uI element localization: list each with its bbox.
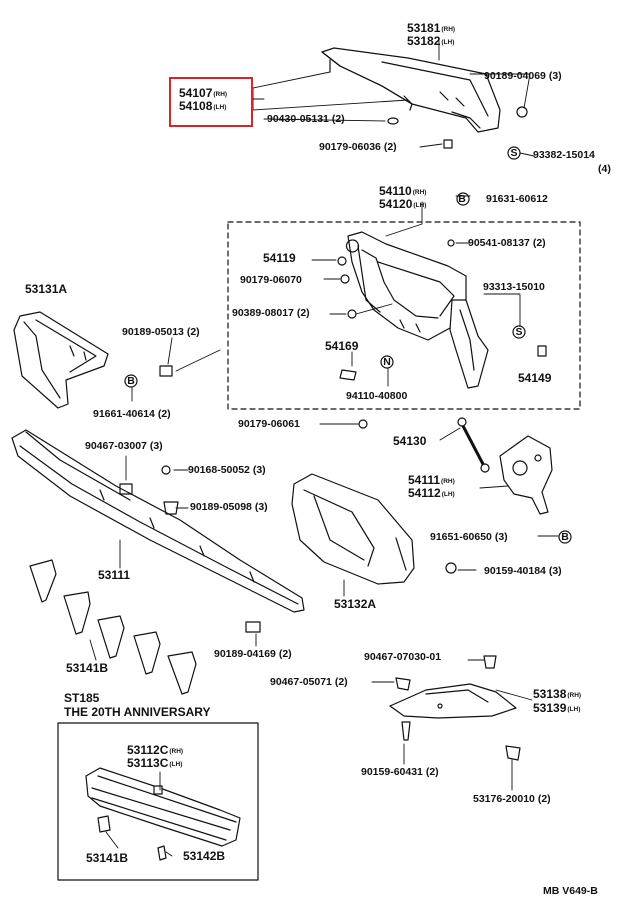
part-label-94110-40800: 94110-40800 (346, 390, 408, 402)
clip-icon (340, 274, 350, 284)
part-label-53112C: 53112C(RH) (127, 743, 184, 757)
part-label-54108[interactable]: 54108(LH) (179, 99, 227, 113)
part-label-90541-08137: 90541-08137 (2) (468, 237, 546, 249)
bolt-icon (339, 369, 357, 381)
part-label-91651-60650: 91651-60650 (3) (430, 531, 508, 543)
n-symbol-icon (380, 355, 394, 369)
symbol-s-1: S (510, 147, 518, 159)
part-label-54119: 54119 (263, 251, 296, 265)
headlamp-bracket (449, 299, 489, 389)
upper-grille-bar (11, 429, 305, 613)
symbol-n: N (383, 356, 391, 368)
washer-icon (447, 239, 455, 247)
part-label-54112: 54112(LH) (408, 486, 455, 500)
part-label-53113C: 53113C(LH) (127, 756, 183, 770)
b-symbol-icon (558, 530, 572, 544)
clip-icon (358, 419, 368, 429)
symbol-b-1: B (458, 193, 466, 205)
washer-icon (347, 309, 357, 319)
b-symbol-icon (124, 374, 138, 388)
lower-cover (389, 683, 517, 719)
emblem-clip-icon (157, 845, 167, 861)
clip-icon (395, 677, 411, 691)
grille-fins (29, 559, 197, 695)
clip-icon (443, 139, 453, 149)
highlight-box (169, 77, 253, 127)
anniversary-frame (57, 722, 259, 881)
left-side-duct (13, 311, 109, 409)
part-label-90389-08017: 90389-08017 (2) (232, 307, 310, 319)
right-side-duct (291, 473, 415, 585)
side-bracket (499, 435, 553, 515)
part-label-93313-15010: 93313-15010 (483, 281, 545, 293)
part-label-90467-05071: 90467-05071 (2) (270, 676, 348, 688)
part-label-90179-06070: 90179-06070 (240, 274, 302, 286)
part-label-53139: 53139(LH) (533, 701, 581, 715)
hood-seal-panel (321, 47, 501, 133)
screw-icon (161, 465, 171, 475)
symbol-b-3: B (561, 531, 569, 543)
part-label-90189-05013: 90189-05013 (2) (122, 326, 200, 338)
grille-clip-icon (97, 815, 111, 833)
clip-icon (505, 745, 521, 761)
clip-icon (537, 345, 547, 357)
part-label-53141B: 53141B (66, 661, 109, 675)
part-label-93382-15014: 93382-15014 (533, 149, 595, 161)
headlamp-housing (345, 231, 467, 341)
part-label-90430-05131: 90430-05131 (2) (267, 113, 345, 125)
part-qty-93382-15014: (4) (598, 163, 611, 175)
part-label-54130: 54130 (393, 434, 427, 448)
clip-nut-icon (159, 365, 173, 377)
edition-label: THE 20TH ANNIVERSARY (64, 705, 211, 719)
part-label-53181: 53181(RH) (407, 21, 456, 35)
part-label-54169: 54169 (325, 339, 359, 353)
part-label-90189-04169: 90189-04169 (2) (214, 648, 292, 660)
part-label-90467-03007: 90467-03007 (3) (85, 440, 163, 452)
leader-lines (89, 40, 559, 857)
part-label-90189-05098: 90189-05098 (3) (190, 501, 268, 513)
part-label-54149: 54149 (518, 371, 552, 385)
anniversary-grille (85, 767, 241, 847)
part-label-54120: 54120(LH) (379, 197, 427, 211)
clip-icon (163, 501, 179, 515)
part-label-54107[interactable]: 54107(RH) (179, 86, 228, 100)
clip-nut-icon (119, 483, 133, 495)
part-label-90179-06036: 90179-06036 (2) (319, 141, 397, 153)
bolt-icon (337, 256, 347, 266)
part-label-53142B: 53142B (183, 849, 226, 863)
part-label-90467-07030-01: 90467-07030-01 (364, 651, 442, 663)
part-label-53138: 53138(RH) (533, 687, 582, 701)
part-label-53131A: 53131A (25, 282, 68, 296)
nut-icon (516, 106, 528, 118)
part-label-53182: 53182(LH) (407, 34, 455, 48)
symbol-s-2: S (515, 326, 523, 338)
nut-icon (445, 562, 457, 574)
part-label-90159-60431: 90159-60431 (2) (361, 766, 439, 778)
assembly-frame (227, 221, 581, 410)
part-label-91631-60612: 91631-60612 (486, 193, 548, 205)
part-label-90189-04069: 90189-04069 (3) (484, 70, 562, 82)
part-label-53141B-2: 53141B (86, 851, 129, 865)
part-label-54111: 54111(RH) (408, 473, 455, 487)
symbol-b-2: B (127, 375, 135, 387)
clip-icon (483, 655, 497, 669)
part-label-53176-20010: 53176-20010 (2) (473, 793, 551, 805)
screw-icon (401, 721, 411, 741)
support-rod (457, 417, 490, 473)
part-label-90159-40184: 90159-40184 (3) (484, 565, 562, 577)
s-symbol-icon (512, 325, 526, 339)
part-label-53132A: 53132A (334, 597, 377, 611)
model-label: ST185 (64, 691, 100, 705)
clip-icon (387, 117, 399, 125)
part-label-53111: 53111 (98, 568, 131, 582)
clip-nut-icon (245, 621, 261, 633)
b-symbol-icon (456, 192, 470, 206)
part-label-90168-50052: 90168-50052 (3) (188, 464, 266, 476)
part-label-91661-40614: 91661-40614 (2) (93, 408, 171, 420)
part-label-54110: 54110(RH) (379, 184, 427, 198)
part-label-90179-06061: 90179-06061 (238, 418, 300, 430)
diagram-reference-code: MB V649-B (543, 885, 598, 897)
